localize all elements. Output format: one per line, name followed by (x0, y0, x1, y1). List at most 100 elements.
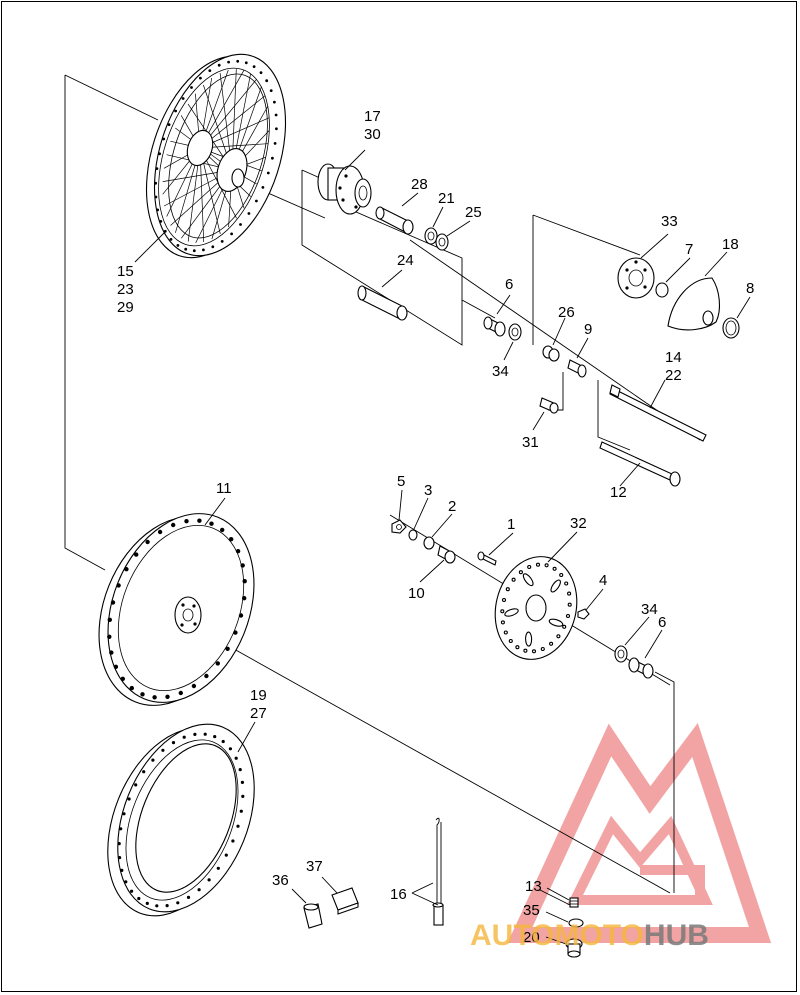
callout-9: 9 (584, 321, 592, 338)
rim-hole (240, 563, 245, 568)
nut-5 (391, 519, 407, 534)
rim-hole (129, 685, 134, 691)
watermark-automoto: AUTOMOTO (470, 919, 644, 952)
disc-hole (540, 646, 545, 652)
callout-24: 24 (397, 252, 414, 269)
spacer-31 (539, 397, 559, 414)
bearing-6-lower (628, 657, 654, 679)
rim-hole (229, 537, 234, 542)
rim-hole (247, 212, 251, 215)
callout-31: 31 (522, 434, 539, 451)
disc-hole (501, 597, 507, 603)
rim-hole (107, 617, 113, 622)
rim-hole (152, 695, 157, 700)
rim-hole (193, 732, 197, 737)
rim-hole (217, 63, 221, 67)
disc-hole (500, 609, 505, 614)
callout-18: 18 (722, 236, 739, 253)
seal-34-top (508, 323, 522, 341)
rim-hole (145, 901, 149, 906)
rim-hole (233, 630, 238, 635)
rim-hole (167, 123, 171, 126)
callout-34-lower: 34 (641, 601, 658, 618)
rim-hole (140, 692, 145, 697)
rim-hole (127, 797, 131, 801)
rim-hole (255, 199, 258, 203)
rim-hole (230, 232, 234, 236)
callout-10: 10 (408, 585, 425, 602)
disc-hole (567, 602, 572, 607)
callout-21: 21 (438, 190, 455, 207)
callout-32: 32 (570, 515, 587, 532)
callout-leaders (134, 149, 751, 945)
rim-hole (169, 238, 173, 241)
rim-hole (227, 60, 231, 64)
hub (317, 163, 372, 215)
callout-17: 17 (364, 108, 381, 125)
callout-12: 12 (610, 484, 627, 501)
rim-hole (184, 247, 188, 251)
rim-hole (184, 519, 189, 524)
spoked-wheel-assembly (145, 53, 287, 259)
callout-7: 7 (685, 241, 693, 258)
rim-hole (235, 549, 241, 554)
rim-hole (119, 827, 123, 831)
disc-slot (522, 573, 534, 587)
rim-hole (209, 521, 214, 526)
rim-hole (240, 780, 244, 785)
rim-hole (207, 878, 211, 882)
spacer-28 (375, 206, 414, 235)
disc-hole (500, 620, 505, 625)
disc-hole (549, 641, 554, 646)
rim-hole (242, 579, 247, 584)
rim-hole (118, 856, 122, 860)
rim-hole (211, 245, 215, 249)
disc-hole (515, 645, 520, 650)
callout-23: 23 (117, 281, 134, 298)
callout-4: 4 (599, 572, 607, 589)
disc-hole (552, 566, 557, 571)
rim-hole (165, 694, 170, 699)
disc-slot (550, 579, 561, 593)
watermark-logo (507, 722, 772, 943)
disc-hole (518, 570, 523, 575)
rim-hole (181, 97, 185, 100)
ring-8 (722, 317, 740, 339)
rim-hole (124, 880, 128, 884)
rim-hole (182, 735, 186, 739)
callout-15: 15 (117, 263, 134, 280)
rim-hole (161, 748, 165, 752)
rim-hole (252, 65, 256, 68)
rim-hole (216, 866, 220, 870)
rim-hole (241, 794, 245, 799)
disc-slot (548, 618, 564, 627)
callout-36: 36 (272, 872, 289, 889)
disc-hole (564, 581, 569, 586)
disc-hole (562, 624, 567, 629)
rim-hole (120, 868, 124, 873)
callout-3: 3 (424, 482, 432, 499)
callout-29: 29 (117, 299, 134, 316)
rim-hole (202, 248, 205, 252)
washer-2 (423, 536, 435, 550)
spacer-26 (542, 345, 560, 362)
callout-25: 25 (465, 204, 482, 221)
callout-19: 19 (250, 687, 267, 704)
rim-hole (162, 137, 166, 141)
callout-numbers: 15 23 29 17 30 28 21 25 24 6 34 26 9 31 … (117, 108, 754, 946)
disc-slot (504, 608, 519, 617)
callout-1: 1 (507, 516, 515, 533)
rim-hole (261, 186, 265, 189)
rim-hole (107, 634, 112, 639)
seal-34-lower (614, 645, 628, 663)
rim-hole (120, 676, 126, 681)
callout-8: 8 (746, 280, 754, 297)
disc-hole (544, 563, 549, 568)
disc-hole (511, 577, 516, 582)
cover-18 (667, 277, 721, 331)
rim-hole (137, 896, 141, 901)
spacer-9 (567, 359, 587, 378)
callout-11: 11 (216, 480, 232, 497)
rim-hole (220, 240, 224, 243)
rim-hole (158, 152, 162, 156)
